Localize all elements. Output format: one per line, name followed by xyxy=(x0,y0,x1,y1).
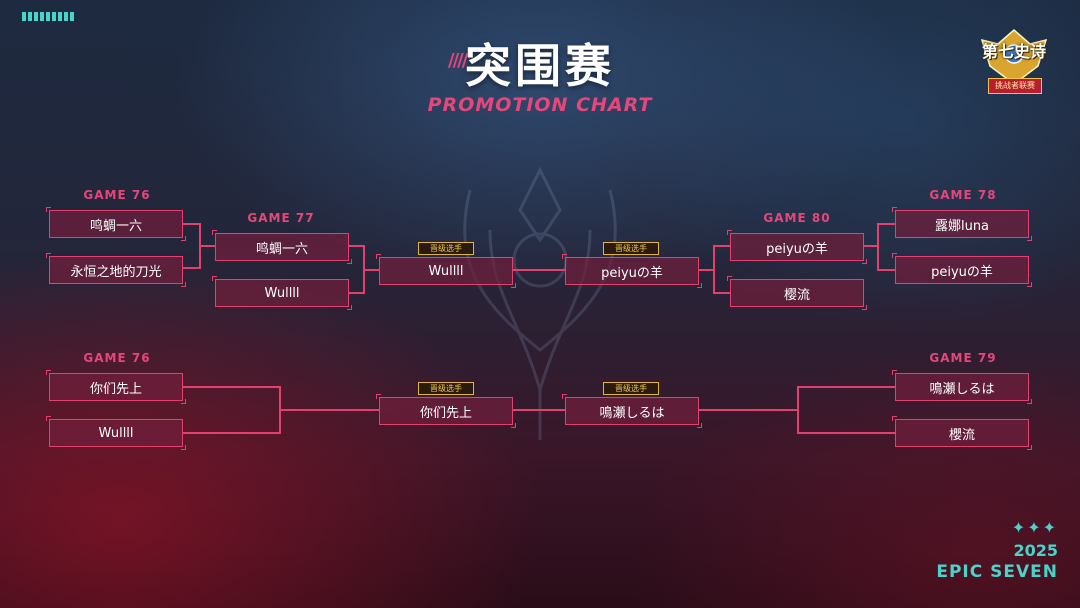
footer-year: 2025 xyxy=(1013,541,1058,560)
page-title: 突围赛 xyxy=(465,39,615,93)
epic-seven-logo: 第七史诗 挑战者联赛 xyxy=(972,26,1056,100)
game-78-label: GAME 78 xyxy=(929,188,997,202)
player-slot[interactable]: 櫻流 xyxy=(892,416,1032,450)
promoted-player-slot[interactable]: peiyuの羊 xyxy=(562,254,702,288)
player-slot[interactable]: 你们先上 xyxy=(46,370,186,404)
title-slash-decoration: //// xyxy=(448,50,468,71)
game-77-label: GAME 77 xyxy=(247,211,315,225)
player-slot[interactable]: peiyuの羊 xyxy=(892,253,1032,287)
corner-decoration xyxy=(22,12,74,21)
logo-subtitle: 挑战者联赛 xyxy=(988,78,1042,94)
promoted-player-slot[interactable]: 你们先上 xyxy=(376,394,516,428)
promoted-badge: 晋级选手 xyxy=(603,242,659,255)
page-subtitle: PROMOTION CHART xyxy=(427,94,653,116)
promoted-badge: 晋级选手 xyxy=(418,242,474,255)
promoted-badge: 晋级选手 xyxy=(603,382,659,395)
stars-icon: ✦✦✦ xyxy=(1011,518,1058,537)
promoted-player-slot[interactable]: 鳴瀬しるは xyxy=(562,394,702,428)
game-76-label: GAME 76 xyxy=(83,188,151,202)
player-slot[interactable]: 鳴瀬しるは xyxy=(892,370,1032,404)
game-80-label: GAME 80 xyxy=(763,211,831,225)
player-slot[interactable]: 露娜luna xyxy=(892,207,1032,241)
player-slot[interactable]: 永恒之地的刀光 xyxy=(46,253,186,287)
player-slot[interactable]: Wullll xyxy=(212,276,352,310)
game-76-label: GAME 76 xyxy=(83,351,151,365)
player-slot[interactable]: 樱流 xyxy=(727,276,867,310)
promoted-badge: 晋级选手 xyxy=(418,382,474,395)
promoted-player-slot[interactable]: Wullll xyxy=(376,254,516,288)
game-79-label: GAME 79 xyxy=(929,351,997,365)
header: 突围赛 PROMOTION CHART xyxy=(0,40,1080,116)
footer-game-title: EPIC SEVEN xyxy=(936,562,1058,582)
footer-brand: ✦✦✦ 2025 EPIC SEVEN xyxy=(936,518,1058,582)
logo-title: 第七史诗 xyxy=(981,42,1046,61)
player-slot[interactable]: 鸣蜩一六 xyxy=(212,230,352,264)
player-slot[interactable]: Wullll xyxy=(46,416,186,450)
player-slot[interactable]: peiyuの羊 xyxy=(727,230,867,264)
player-slot[interactable]: 鸣蜩一六 xyxy=(46,207,186,241)
